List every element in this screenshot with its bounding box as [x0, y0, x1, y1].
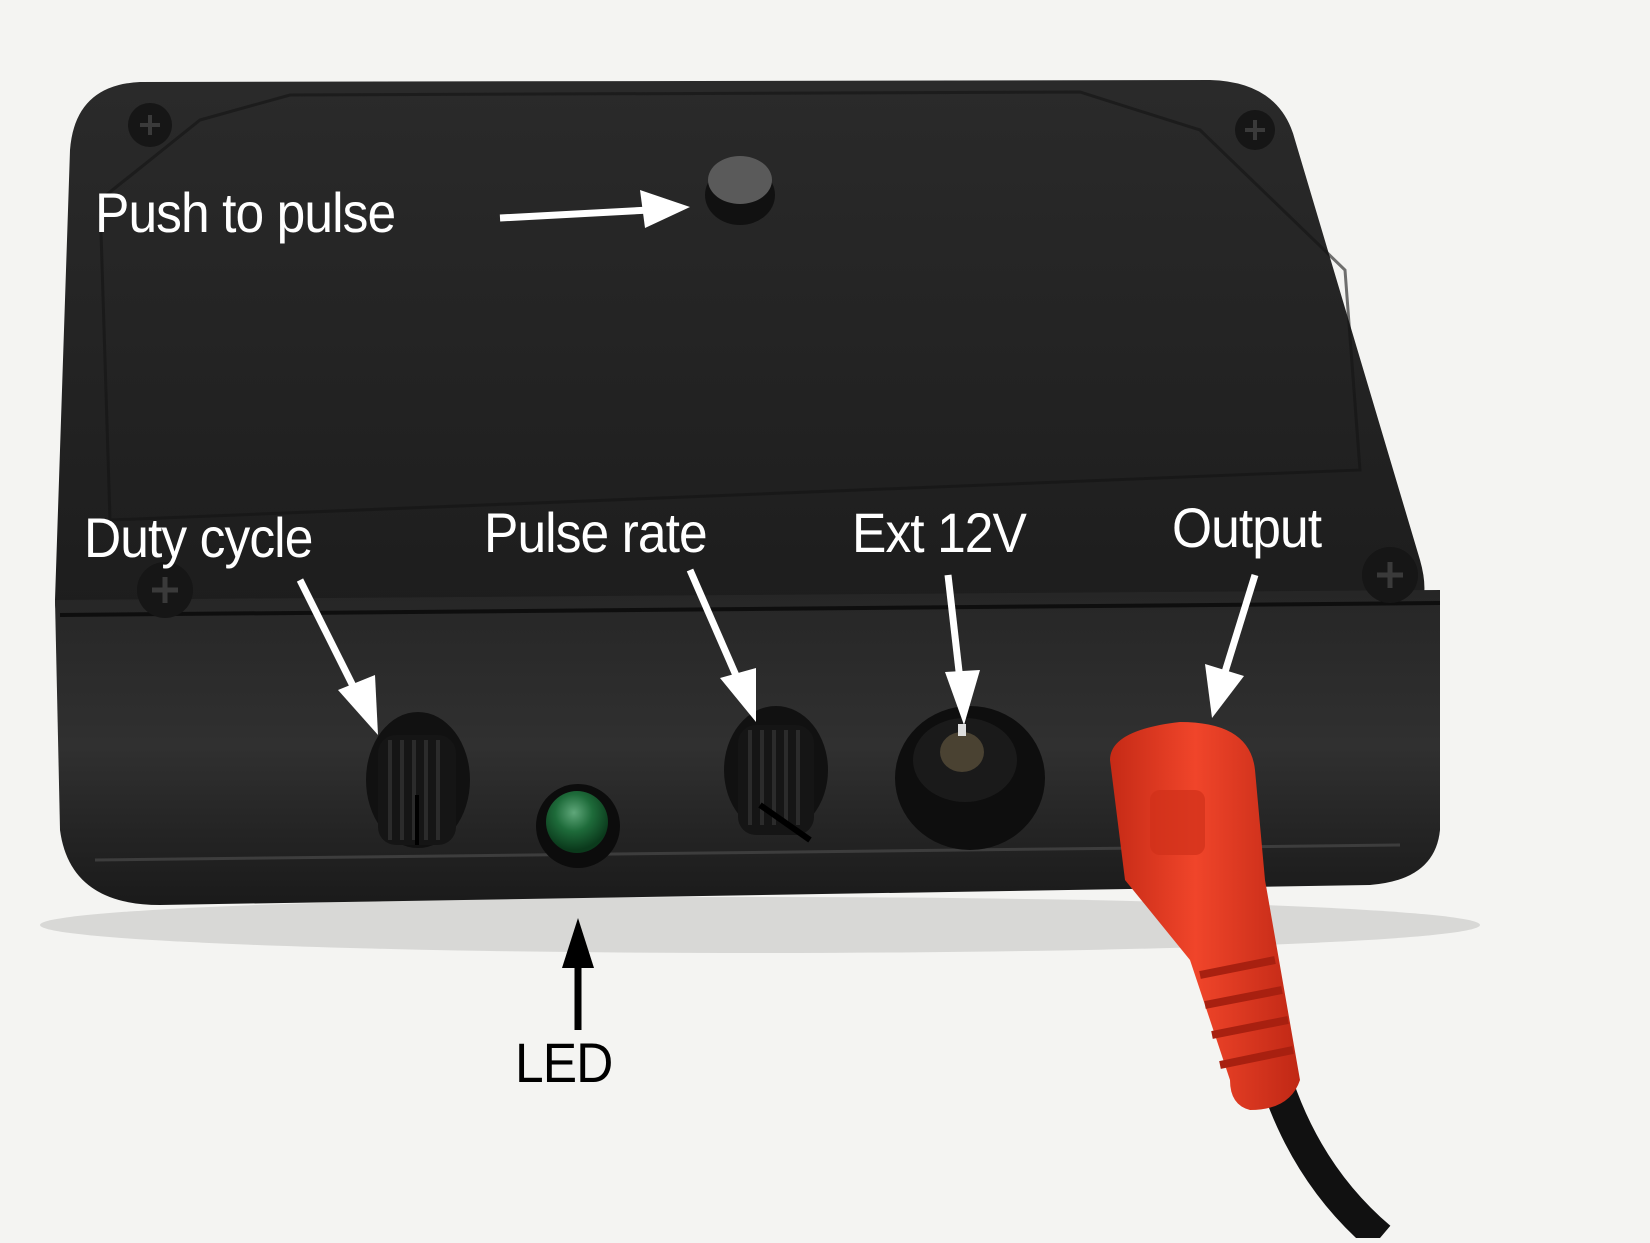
- label-pulse-rate: Pulse rate: [484, 501, 708, 564]
- label-output: Output: [1172, 496, 1322, 559]
- pulse-rate-knob: [724, 706, 828, 843]
- arrow-led: [562, 918, 594, 1030]
- lid-outline: [98, 90, 1362, 522]
- label-duty-cycle: Duty cycle: [84, 506, 313, 569]
- arrow-ext-12v: [944, 574, 980, 725]
- arrow-output: [1205, 573, 1259, 718]
- screw-icon: [128, 103, 172, 147]
- arrow-duty-cycle: [296, 578, 378, 735]
- push-button: [705, 156, 775, 225]
- arrow-pulse-rate: [686, 568, 756, 722]
- screw-icon: [1235, 110, 1275, 150]
- led: [536, 784, 620, 868]
- arrow-push-to-pulse: [499, 190, 690, 228]
- seam-line: [59, 601, 1441, 617]
- label-push-to-pulse: Push to pulse: [95, 181, 396, 244]
- label-ext-12v: Ext 12V: [852, 501, 1027, 564]
- duty-cycle-knob: [366, 712, 470, 848]
- ext-12v-jack: [895, 706, 1045, 850]
- screw-icon: [1362, 547, 1418, 603]
- label-led: LED: [515, 1031, 613, 1094]
- output-plug: [1110, 722, 1391, 1243]
- shadow: [40, 897, 1480, 953]
- screw-icon: [137, 562, 193, 618]
